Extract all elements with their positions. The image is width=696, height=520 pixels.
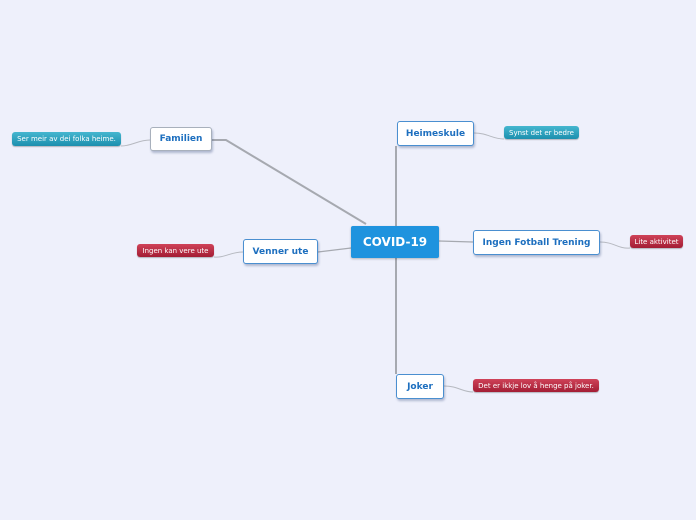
note-joker[interactable]: Det er ikkje lov å henge på joker. xyxy=(473,379,599,392)
link-venner-note xyxy=(213,251,244,258)
topic-heimeskule-label: Heimeskule xyxy=(405,128,466,139)
link-familien-note xyxy=(120,139,151,147)
link-heimeskule-note xyxy=(473,132,505,140)
link-familien xyxy=(212,139,367,225)
topic-ingen-fotball-trening-label: Ingen Fotball Trening xyxy=(482,237,591,248)
topic-ingen-fotball-trening[interactable]: Ingen Fotball Trening xyxy=(473,230,600,255)
note-heimeskule-text: Synst det er bedre xyxy=(509,128,574,137)
topic-joker-label: Joker xyxy=(407,381,433,392)
link-fotball-note xyxy=(599,241,631,249)
central-topic-label: COVID-19 xyxy=(362,235,428,249)
note-familien[interactable]: Ser meir av dei folka heime. xyxy=(12,132,121,146)
topic-familien[interactable]: Familien xyxy=(150,127,212,151)
topic-venner-ute-label: Venner ute xyxy=(252,246,309,257)
note-ingen-fotball-trening-text: Lite aktivitet xyxy=(634,237,679,246)
topic-joker[interactable]: Joker xyxy=(396,374,444,399)
topic-venner-ute[interactable]: Venner ute xyxy=(243,239,318,264)
note-venner-ute[interactable]: Ingen kan vere ute xyxy=(137,244,214,257)
note-joker-text: Det er ikkje lov å henge på joker. xyxy=(478,381,594,390)
topic-heimeskule[interactable]: Heimeskule xyxy=(397,121,474,146)
note-ingen-fotball-trening[interactable]: Lite aktivitet xyxy=(630,235,683,248)
central-topic[interactable]: COVID-19 xyxy=(351,226,439,258)
note-heimeskule[interactable]: Synst det er bedre xyxy=(504,126,579,139)
link-joker-note xyxy=(443,385,474,393)
note-venner-ute-text: Ingen kan vere ute xyxy=(142,246,209,255)
note-familien-text: Ser meir av dei folka heime. xyxy=(17,135,116,143)
topic-familien-label: Familien xyxy=(159,134,203,144)
link-venner xyxy=(317,247,352,253)
link-fotball xyxy=(438,240,474,243)
